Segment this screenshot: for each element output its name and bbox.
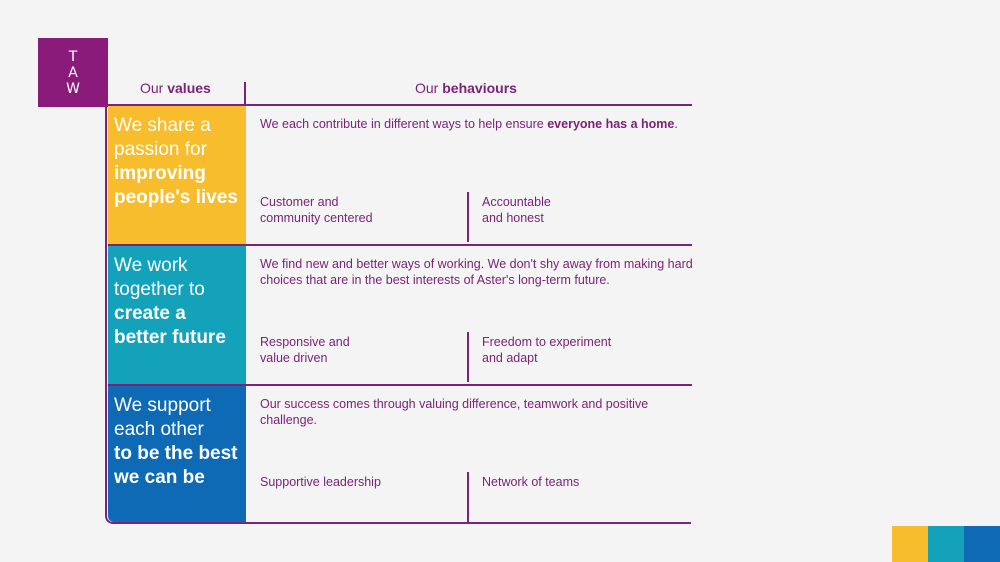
behaviour-description: We find new and better ways of working. …: [260, 257, 693, 287]
row-divider: [108, 244, 692, 246]
behaviour-item: Freedom to experiment and adapt: [482, 335, 612, 365]
behaviours-heading-bold: behaviours: [442, 80, 517, 96]
value-block: We support each other to be the best we …: [108, 386, 246, 522]
value-text: passion for: [114, 139, 207, 160]
value-text-bold: improving: [114, 163, 206, 184]
behaviour-separator: [467, 332, 469, 382]
taw-logo: T A W: [38, 38, 108, 107]
logo-letter-w: W: [66, 80, 80, 97]
behaviour-item: Accountable and honest: [482, 195, 551, 225]
behaviour-separator: [467, 472, 469, 522]
value-text-bold: people's lives: [114, 187, 238, 208]
behaviour-item: Responsive and value driven: [260, 335, 350, 365]
color-swatch-teal: [928, 526, 964, 562]
row-divider: [108, 104, 692, 106]
value-text-bold: to be the best: [114, 443, 238, 464]
header-divider: [244, 82, 246, 104]
behaviour-description: Our success comes through valuing differ…: [260, 397, 649, 427]
value-block: We share a passion for improving people'…: [108, 106, 246, 244]
logo-letter-t: T: [68, 48, 78, 65]
value-block: We work together to create a better futu…: [108, 246, 246, 384]
behaviour-item: Customer and community centered: [260, 195, 373, 225]
value-text: We work: [114, 255, 188, 276]
values-heading: Our values: [140, 80, 211, 96]
behaviour-item: Supportive leadership: [260, 475, 381, 489]
value-text-bold: create a: [114, 303, 186, 324]
value-row: We share a passion for improving people'…: [108, 106, 692, 244]
logo-letter-a: A: [68, 64, 78, 81]
behaviours-heading: Our behaviours: [415, 80, 517, 96]
value-text: together to: [114, 279, 205, 300]
row-divider: [108, 384, 692, 386]
color-swatch-blue: [964, 526, 1000, 562]
value-row: We support each other to be the best we …: [108, 386, 692, 524]
value-text-bold: we can be: [114, 467, 205, 488]
behaviour-item: Network of teams: [482, 475, 580, 489]
value-text: each other: [114, 419, 204, 440]
value-text: We support: [114, 395, 211, 416]
behaviour-description: We each contribute in different ways to …: [260, 117, 678, 131]
value-text-bold: better future: [114, 327, 226, 348]
value-row: We work together to create a better futu…: [108, 246, 693, 384]
color-swatch-yellow: [892, 526, 928, 562]
behaviour-separator: [467, 192, 469, 242]
values-heading-bold: values: [167, 80, 211, 96]
value-text: We share a: [114, 115, 211, 136]
